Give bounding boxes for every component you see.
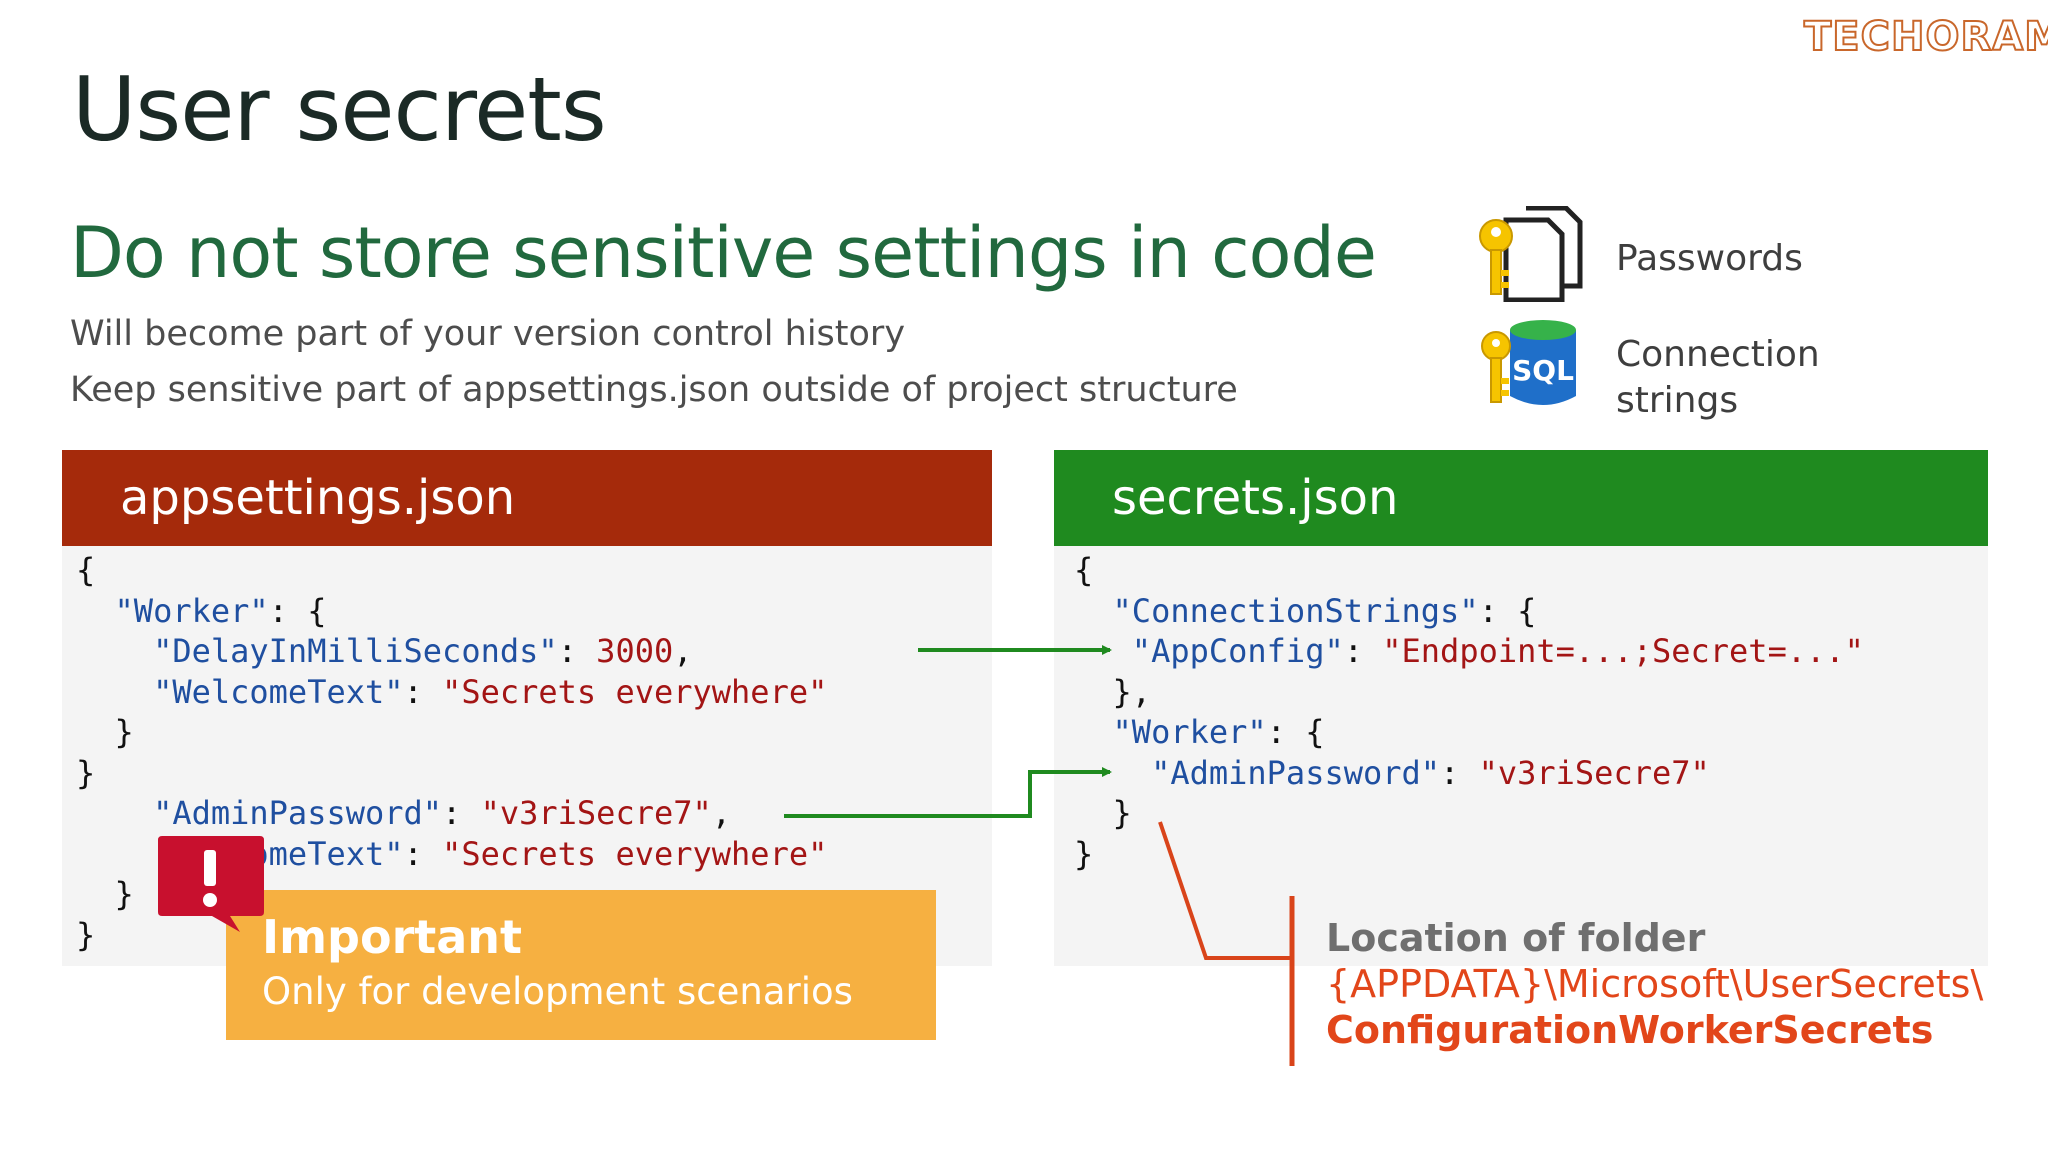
code-key: "Worker" bbox=[114, 591, 269, 630]
code-value: "Endpoint=...;Secret=..." bbox=[1382, 632, 1864, 670]
important-title: Important bbox=[262, 910, 523, 964]
code-value: "v3riSecre7" bbox=[1478, 753, 1710, 792]
code-key: "AdminPassword" bbox=[153, 794, 443, 832]
code-key: "DelayInMilliSeconds" bbox=[153, 632, 558, 670]
appsettings-header: appsettings.json bbox=[62, 450, 992, 546]
key-sql-database-icon: SQL bbox=[1480, 316, 1586, 412]
code-line: { bbox=[76, 551, 96, 589]
code-value: "v3riSecre7" bbox=[480, 794, 712, 832]
appsettings-code: { "Worker": { "DelayInMilliSeconds": 300… bbox=[76, 551, 828, 954]
important-text: Only for development scenarios bbox=[262, 970, 853, 1013]
code-key: "WelcomeText" bbox=[153, 672, 404, 711]
code-key: "ConnectionStrings" bbox=[1112, 591, 1479, 630]
slide-title: User secrets bbox=[72, 58, 607, 161]
important-note bbox=[226, 890, 936, 1040]
location-path: {APPDATA}\Microsoft\UserSecrets\ bbox=[1326, 962, 1984, 1006]
code-value: "Secrets everywhere" bbox=[442, 672, 828, 711]
bullet-version-control: Will become part of your version control… bbox=[70, 314, 906, 354]
secrets-code: { "ConnectionStrings": { "AppConfig": "E… bbox=[1074, 551, 1864, 873]
exclamation-icon bbox=[156, 836, 266, 936]
slide-subtitle: Do not store sensitive settings in code bbox=[70, 212, 1377, 294]
code-key: "AdminPassword" bbox=[1151, 753, 1441, 792]
code-value: 3000 bbox=[596, 632, 674, 670]
key-document-icon bbox=[1478, 205, 1584, 303]
location-label: Location of folder bbox=[1326, 916, 1706, 960]
code-key: "AppConfig" bbox=[1131, 632, 1344, 670]
techorama-logo: TECHORAMA bbox=[1803, 13, 2048, 61]
location-callout-line bbox=[1158, 821, 1292, 960]
location-folder: ConfigurationWorkerSecrets bbox=[1326, 1008, 1934, 1052]
arrow-adminpassword bbox=[784, 767, 1112, 818]
passwords-label: Passwords bbox=[1616, 238, 1803, 279]
code-value: "Secrets everywhere" bbox=[442, 834, 828, 873]
bullet-appsettings-outside: Keep sensitive part of appsettings.json … bbox=[70, 370, 1238, 410]
connection-strings-label: Connection strings bbox=[1616, 334, 1820, 421]
secrets-code-area: { "ConnectionStrings": { "AppConfig": "E… bbox=[1054, 546, 1988, 966]
secrets-panel: secrets.json { "ConnectionStrings": { "A… bbox=[1054, 450, 1988, 966]
secrets-header: secrets.json bbox=[1054, 450, 1988, 546]
code-key: "Worker" bbox=[1112, 713, 1267, 751]
svg-text:SQL: SQL bbox=[1512, 354, 1574, 387]
